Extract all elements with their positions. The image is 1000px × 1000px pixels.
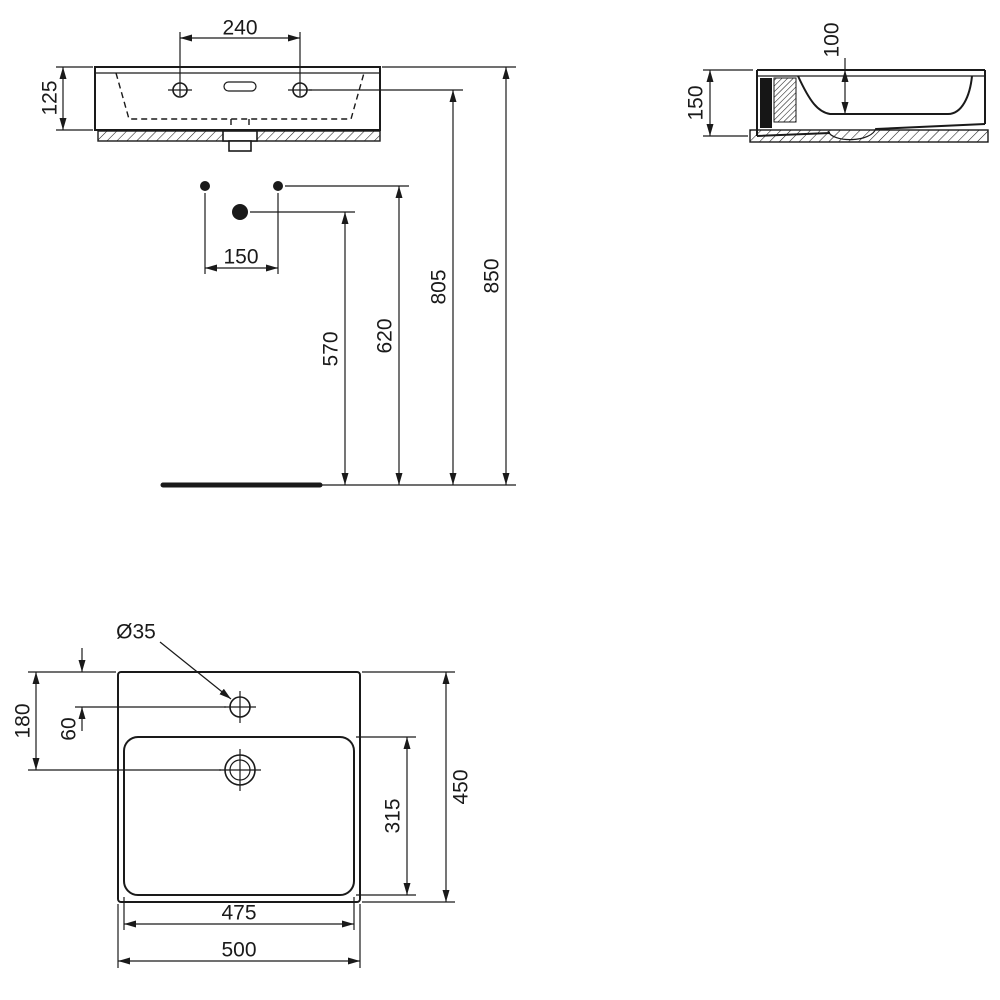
plan-bowl-rect [123,736,355,896]
dim-taphole-offset: 60 [58,648,86,741]
dim-fixing-height: 620 [285,185,409,485]
dim-label-100: 100 [821,22,844,57]
basin-body-outline [94,66,381,131]
fixing-point-left [200,181,210,191]
dim-label-475: 475 [221,902,256,925]
dim-label-500: 500 [221,939,256,962]
dim-label-180: 180 [12,703,35,738]
taphole-diameter-callout: Ø35 [116,621,232,700]
front-view: 240 125 150 850 805 [39,17,516,488]
dim-drain-offset: 180 [12,672,40,770]
dim-taphole-height: 805 [309,89,463,485]
dim-bowl-depth: 100 [821,22,849,114]
fixing-bracket [760,78,772,128]
dim-overall-width: 500 [117,904,361,968]
hidden-bowl-profile [115,72,365,120]
dim-label-60: 60 [58,717,81,740]
dim-rim-height: 850 [382,66,516,485]
dim-label-150-side: 150 [685,85,708,120]
drain-outlet [228,140,252,152]
dim-label-315: 315 [382,798,405,833]
drain-flange [222,130,258,142]
dim-label-240: 240 [222,17,257,40]
fixing-point-right [273,181,283,191]
dim-label-620: 620 [374,318,397,353]
dim-side-body-height: 150 [685,69,753,137]
dim-bowl-inner-width: 475 [123,897,355,930]
dim-body-height: 125 [39,66,93,131]
dim-taphole-spacing: 240 [179,17,301,96]
dim-label-450: 450 [450,769,473,804]
dim-fixing-spacing: 150 [204,193,279,274]
side-view: 150 100 [685,22,989,143]
drain-point [232,204,248,220]
plan-outer-rect [117,671,361,903]
dim-label-dia35: Ø35 [116,621,156,644]
dim-label-850: 850 [481,258,504,293]
overflow-slot [223,81,257,92]
dim-drain-height: 570 [250,211,355,485]
dim-overall-depth: 450 [362,671,473,903]
shelf-hatch-strip [749,129,989,143]
side-bowl-profile [797,75,973,115]
dim-label-150: 150 [223,246,258,269]
dim-label-805: 805 [428,269,451,304]
dim-label-125: 125 [39,80,62,115]
plan-view: Ø35 60 180 450 315 [12,621,473,968]
bracket-hatch [773,77,797,123]
dim-bowl-inner-depth: 315 [356,736,416,896]
dim-label-570: 570 [320,331,343,366]
